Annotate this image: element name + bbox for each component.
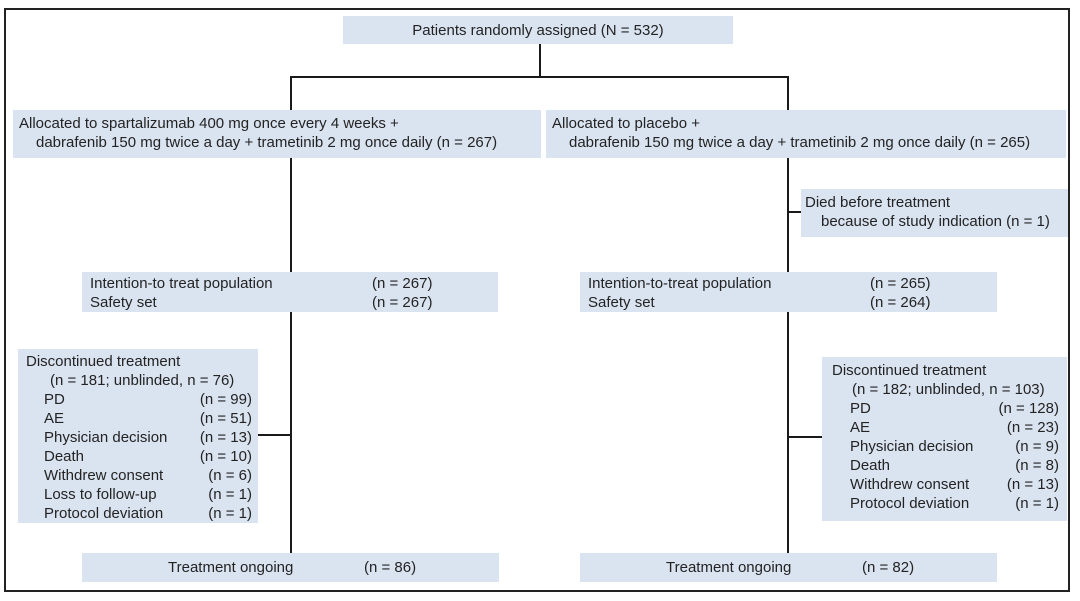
connector-left-alloc-to-itt [290,158,292,272]
row-value: (n = 9) [1015,438,1059,455]
allocation-right-box: Allocated to placebo + dabrafenib 150 mg… [546,110,1066,158]
itt-right-row: Intention-to-treat population (n = 265) [580,274,997,293]
row-label: Treatment ongoing [168,559,294,576]
row-label: Withdrew consent [850,476,970,493]
connector-left-discontinued [258,434,292,436]
row-value: (n = 267) [372,294,433,311]
row-value: (n = 99) [199,391,252,408]
allocation-left-line1: Allocated to spartalizumab 400 mg once e… [19,115,399,132]
row-label: PD [850,400,871,417]
discontinued-right-subtitle: (n = 182; unblinded, n = 103) [852,381,1045,398]
row-label: AE [850,419,871,436]
connector-top-vertical [539,44,541,77]
connector-right-alloc-to-itt [787,158,789,272]
row-value: (n = 1) [1015,495,1059,512]
connector-branch-horizontal [290,76,789,78]
row-label: Treatment ongoing [666,559,792,576]
itt-left-box: Intention-to treat population (n = 267) … [82,272,498,312]
died-before-treatment-box: Died before treatment because of study i… [801,189,1068,237]
discontinued-item: Withdrew consent (n = 6) [20,466,256,485]
row-value: (n = 265) [870,275,931,292]
row-label: Protocol deviation [44,505,164,522]
discontinued-item: PD (n = 128) [826,399,1063,418]
allocation-right-line1: Allocated to placebo + [552,115,701,132]
discontinued-right-title: Discontinued treatment [832,362,987,379]
row-label: Withdrew consent [44,467,164,484]
allocation-right-line2: dabrafenib 150 mg twice a day + trametin… [569,134,1031,151]
row-value: (n = 82) [862,559,915,576]
connector-died-box [788,211,801,213]
discontinued-item: Protocol deviation (n = 1) [826,494,1063,513]
row-label: Protocol deviation [850,495,970,512]
row-label: Loss to follow-up [44,486,157,503]
row-value: (n = 23) [1006,419,1059,436]
discontinued-left-title: Discontinued treatment [26,353,181,370]
row-label: Physician decision [44,429,168,446]
row-label: Intention-to treat population [90,275,273,292]
itt-left-row: Safety set (n = 267) [82,293,498,312]
row-value: (n = 128) [998,400,1059,417]
row-label: Death [850,457,891,474]
itt-right-box: Intention-to-treat population (n = 265) … [580,272,997,312]
row-label: AE [44,410,65,427]
discontinued-item: Protocol deviation (n = 1) [20,504,256,523]
row-value: (n = 8) [1015,457,1059,474]
row-value: (n = 1) [208,486,252,503]
row-value: (n = 1) [208,505,252,522]
row-value: (n = 51) [199,410,252,427]
connector-left-itt-to-ongoing [290,312,292,553]
connector-right-itt-to-ongoing [787,312,789,553]
discontinued-left-box: Discontinued treatment (n = 181; unblind… [18,349,258,523]
patients-assigned-box: Patients randomly assigned (N = 532) [343,16,733,44]
discontinued-right-box: Discontinued treatment (n = 182; unblind… [822,357,1067,521]
connector-right-discontinued [788,436,823,438]
row-value: (n = 13) [199,429,252,446]
row-label: Safety set [588,294,655,311]
discontinued-item: Death (n = 8) [826,456,1063,475]
row-label: Death [44,448,85,465]
discontinued-item: Physician decision (n = 9) [826,437,1063,456]
itt-right-row: Safety set (n = 264) [580,293,997,312]
row-value: (n = 86) [364,559,417,576]
discontinued-item: Physician decision (n = 13) [20,428,256,447]
discontinued-item: Withdrew consent (n = 13) [826,475,1063,494]
row-label: PD [44,391,65,408]
row-value: (n = 264) [870,294,931,311]
itt-left-row: Intention-to treat population (n = 267) [82,274,498,293]
discontinued-left-subtitle: (n = 181; unblinded, n = 76) [50,372,235,389]
discontinued-item: Loss to follow-up (n = 1) [20,485,256,504]
allocation-left-line2: dabrafenib 150 mg twice a day + trametin… [36,134,498,151]
row-label: Physician decision [850,438,974,455]
discontinued-item: Death (n = 10) [20,447,256,466]
connector-left-drop [290,76,292,110]
patients-assigned-text: Patients randomly assigned (N = 532) [412,21,664,39]
discontinued-item: AE (n = 23) [826,418,1063,437]
row-value: (n = 267) [372,275,433,292]
connector-right-drop [787,76,789,110]
row-value: (n = 6) [208,467,252,484]
allocation-left-box: Allocated to spartalizumab 400 mg once e… [13,110,541,158]
discontinued-item: PD (n = 99) [20,390,256,409]
row-label: Intention-to-treat population [588,275,772,292]
ongoing-right-row: Treatment ongoing (n = 82) [580,558,997,577]
row-value: (n = 10) [199,448,252,465]
row-label: Safety set [90,294,157,311]
row-value: (n = 13) [1006,476,1059,493]
figure-border [4,8,1070,592]
discontinued-item: AE (n = 51) [20,409,256,428]
died-line2: because of study indication (n = 1) [821,213,1050,230]
ongoing-left-row: Treatment ongoing (n = 86) [82,558,499,577]
died-line1: Died before treatment [805,194,951,211]
ongoing-right-box: Treatment ongoing (n = 82) [580,553,997,582]
ongoing-left-box: Treatment ongoing (n = 86) [82,553,499,582]
